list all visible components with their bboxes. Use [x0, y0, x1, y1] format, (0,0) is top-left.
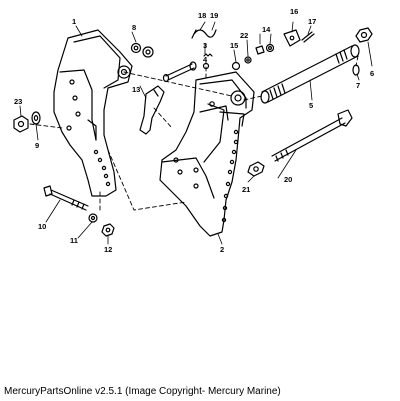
callout-4: 4 — [203, 55, 208, 64]
callout-labels: 1 2 3 4 5 6 7 8 9 10 11 12 13 14 15 16 1… — [14, 7, 374, 254]
long-bolt — [271, 109, 353, 162]
callout-11: 11 — [70, 236, 78, 245]
callout-1: 1 — [72, 17, 76, 26]
callout-16: 16 — [290, 7, 298, 16]
callout-12: 12 — [104, 245, 112, 254]
washer-7 — [352, 64, 360, 76]
callout-15: 15 — [230, 41, 238, 50]
callout-23: 23 — [14, 97, 22, 106]
callout-2: 2 — [220, 245, 224, 254]
callout-7: 7 — [356, 81, 360, 90]
tilt-tube — [260, 44, 360, 104]
washer-9 — [31, 111, 41, 125]
callout-5: 5 — [309, 101, 313, 110]
nut-23 — [13, 115, 29, 133]
tilt-lever — [139, 85, 165, 135]
alignment-lines — [29, 55, 359, 211]
tilt-pin-bracket — [283, 29, 315, 47]
nut-12 — [101, 223, 115, 237]
exploded-parts-diagram: 1 2 3 4 5 6 7 8 9 10 11 12 13 14 15 16 1… — [13, 7, 374, 254]
image-caption: MercuryPartsOnline v2.5.1 (Image Copyrig… — [4, 386, 281, 397]
nut-top-right — [355, 27, 373, 43]
callout-14: 14 — [262, 25, 271, 34]
washer-11 — [88, 213, 98, 223]
callout-18: 18 — [198, 11, 206, 20]
callout-17: 17 — [308, 17, 316, 26]
callout-6: 6 — [370, 69, 374, 78]
callout-8: 8 — [132, 23, 136, 32]
callout-20: 20 — [284, 175, 292, 184]
callout-9: 9 — [35, 141, 39, 150]
nut-21 — [247, 161, 265, 177]
spring-clip — [191, 29, 217, 39]
small-hardware — [231, 43, 275, 71]
leader-lines — [19, 21, 373, 245]
callout-19: 19 — [210, 11, 218, 20]
callout-3: 3 — [203, 41, 207, 50]
callout-21: 21 — [242, 185, 250, 194]
bolt-10 — [43, 185, 89, 211]
right-clamp-bracket — [159, 71, 255, 237]
left-clamp-bracket — [53, 29, 133, 197]
callout-13: 13 — [132, 85, 140, 94]
lock-pin — [162, 61, 197, 83]
callout-10: 10 — [38, 222, 46, 231]
callout-22: 22 — [240, 31, 248, 40]
washer-set — [130, 42, 154, 58]
